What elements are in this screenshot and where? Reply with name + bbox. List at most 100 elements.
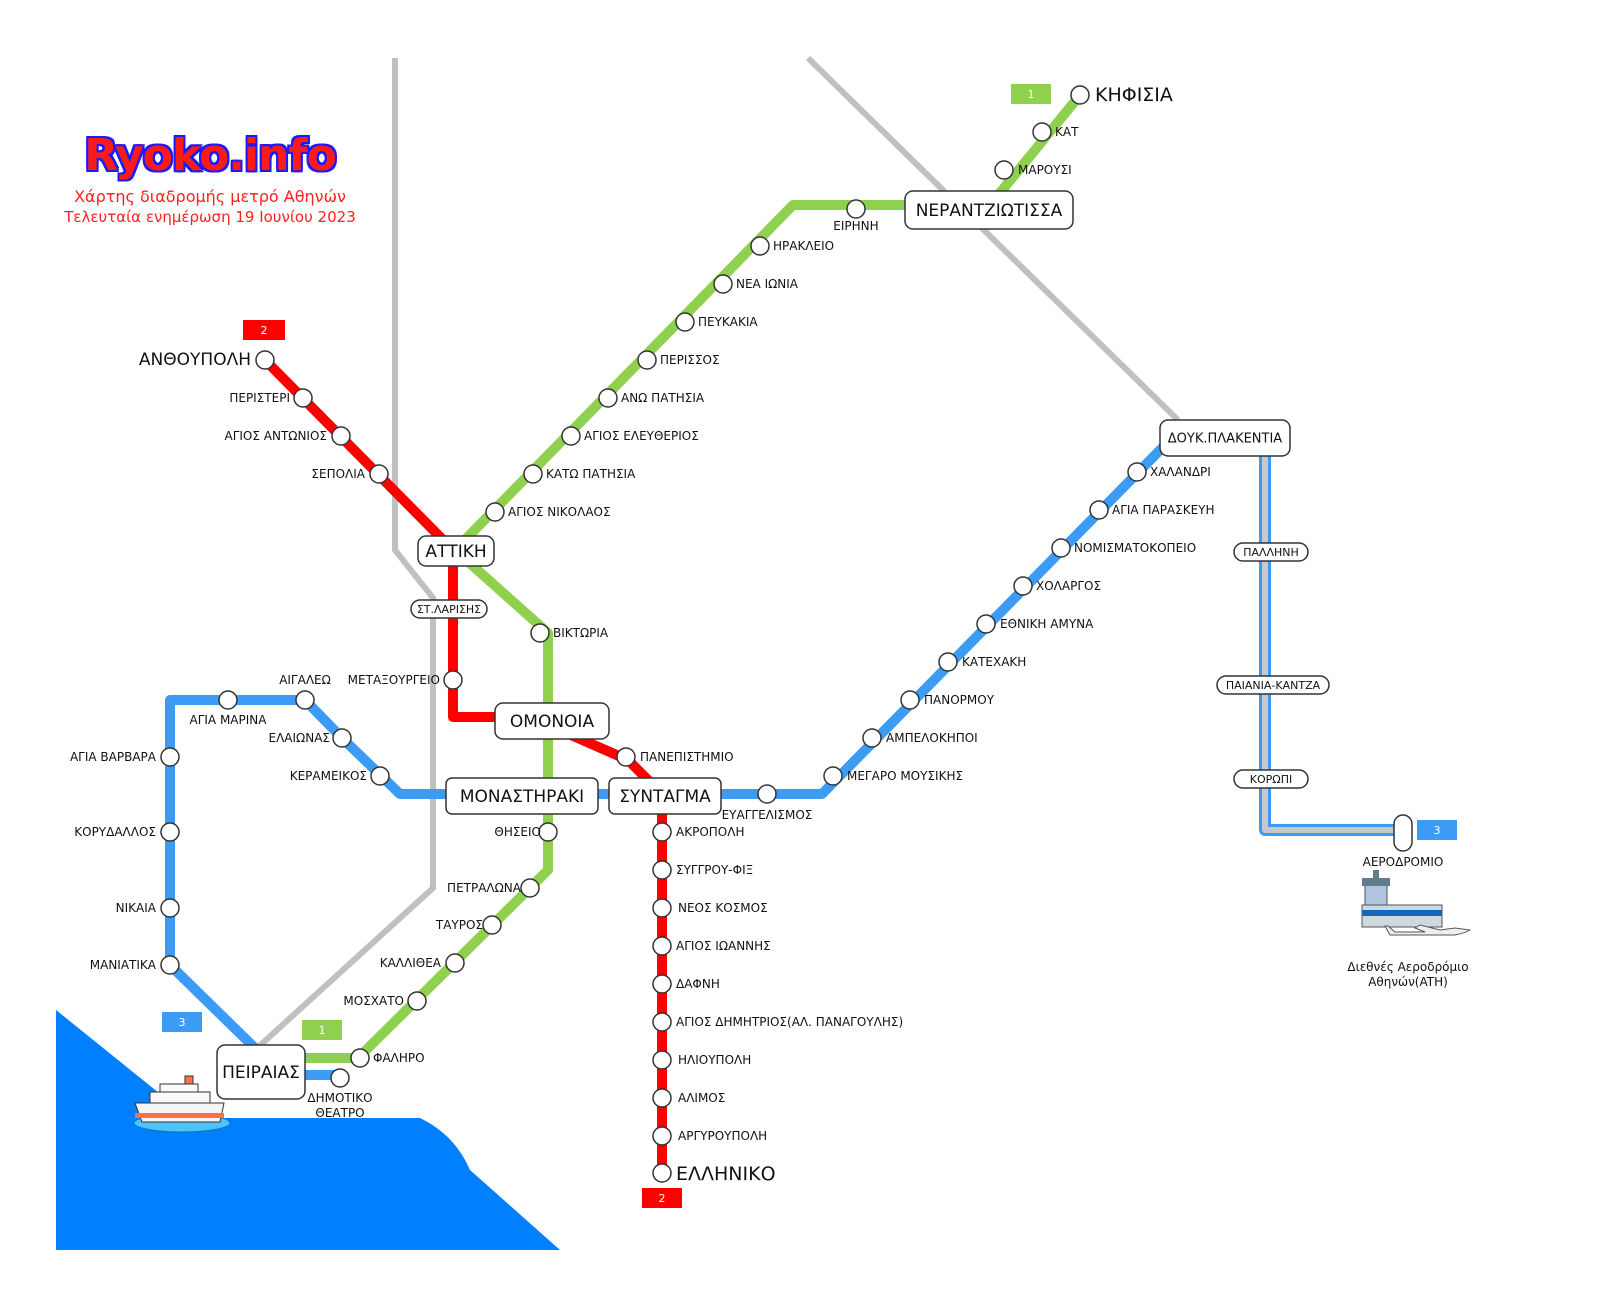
station-marker-alimos[interactable]	[652, 1088, 672, 1108]
station-box-plakentias[interactable]	[1159, 419, 1291, 457]
station-marker-katechaki[interactable]	[938, 652, 958, 672]
site-logo[interactable]: Ryoko.info	[84, 130, 337, 181]
station-label-kato-patisia: ΚΑΤΩ ΠΑΤΗΣΙΑ	[546, 467, 636, 481]
station-marker-thiseio[interactable]	[538, 822, 558, 842]
station-marker-moschato[interactable]	[407, 991, 427, 1011]
station-marker-agia-marina[interactable]	[218, 690, 238, 710]
station-label-cholargos: ΧΟΛΑΡΓΟΣ	[1036, 579, 1101, 593]
station-marker-agia-varvara[interactable]	[160, 747, 180, 767]
station-marker-panormou[interactable]	[900, 690, 920, 710]
station-marker-dafni[interactable]	[652, 974, 672, 994]
station-marker-peristeri[interactable]	[293, 388, 313, 408]
station-label-argyroupoli: ΑΡΓΥΡΟΥΠΟΛΗ	[678, 1129, 767, 1143]
line3-badge-label: 3	[1434, 824, 1441, 837]
station-label-moschato: ΜΟΣΧΑΤΟ	[343, 994, 404, 1008]
station-label-ag-dimitrios: ΑΓΙΟΣ ΔΗΜΗΤΡΙΟΣ(ΑΛ. ΠΑΝΑΓΟΥΛΗΣ)	[676, 1015, 903, 1029]
station-box-koropi[interactable]	[1233, 769, 1309, 789]
station-label-elliniko: ΕΛΛΗΝΙΚΟ	[676, 1163, 776, 1185]
station-marker-nikaia[interactable]	[160, 898, 180, 918]
station-marker-petralona[interactable]	[520, 878, 540, 898]
line2-badge	[642, 1188, 682, 1208]
station-marker-eleonas[interactable]	[332, 728, 352, 748]
station-marker-tavros[interactable]	[482, 915, 502, 935]
station-label-eirini: ΕΙΡΗΝΗ	[833, 219, 878, 233]
line1-badge	[1011, 84, 1051, 104]
station-marker-pefkakia[interactable]	[675, 312, 695, 332]
station-marker-ilioupoli[interactable]	[652, 1050, 672, 1070]
station-marker-marousi[interactable]	[994, 160, 1014, 180]
station-marker-kat[interactable]	[1032, 122, 1052, 142]
station-marker-ano-patisia[interactable]	[598, 388, 618, 408]
line2-track	[260, 355, 667, 1175]
station-marker-viktoria[interactable]	[530, 623, 550, 643]
station-marker-cholargos[interactable]	[1013, 576, 1033, 596]
sea-area	[56, 1010, 560, 1250]
station-marker-ag-eleftherios[interactable]	[561, 426, 581, 446]
station-label-anthoupoli: ΑΝΘΟΥΠΟΛΗ	[139, 350, 251, 370]
station-label-aerodromio: ΑΕΡΟΔΡΟΜΙΟ	[1363, 855, 1444, 869]
station-marker-agia-paraskevi[interactable]	[1089, 500, 1109, 520]
station-marker-nomismatokopeio[interactable]	[1051, 538, 1071, 558]
station-marker-evangelismos[interactable]	[757, 784, 777, 804]
station-marker-ag-ioannis[interactable]	[652, 936, 672, 956]
station-box-syntagma[interactable]	[608, 777, 722, 815]
station-marker-argyroupoli[interactable]	[652, 1126, 672, 1146]
station-marker-perissos[interactable]	[637, 350, 657, 370]
station-marker-ethniki-amyna[interactable]	[976, 614, 996, 634]
station-box-attiki[interactable]	[417, 535, 495, 567]
line2-badge-label: 2	[659, 1192, 666, 1205]
station-box-larissis[interactable]	[410, 599, 488, 619]
station-marker-megaro[interactable]	[823, 766, 843, 786]
station-marker-metaxourgeio[interactable]	[443, 670, 463, 690]
station-label-katechaki: ΚΑΤΕΧΑΚΗ	[962, 655, 1026, 669]
station-marker-anthoupoli[interactable]	[255, 350, 275, 370]
line1-badge-label: 1	[1028, 88, 1035, 101]
station-label-syngrou-fix: ΣΥΓΓΡΟΥ-ΦΙΞ	[676, 863, 753, 877]
station-box-pallini[interactable]	[1233, 542, 1309, 562]
station-marker-maniatika[interactable]	[160, 955, 180, 975]
station-box-omonoia[interactable]	[494, 702, 610, 740]
station-marker-irakleio[interactable]	[750, 236, 770, 256]
station-label-larissis: ΣΤ.ΛΑΡΙΣΗΣ	[417, 603, 481, 616]
station-box-paiania[interactable]	[1216, 675, 1330, 695]
station-label-sepolia: ΣΕΠΟΛΙΑ	[311, 467, 365, 481]
line2-badge-label: 2	[261, 324, 268, 337]
station-marker-kifisia[interactable]	[1070, 85, 1090, 105]
station-marker-sepolia[interactable]	[369, 464, 389, 484]
station-marker-neos-kosmos[interactable]	[652, 898, 672, 918]
station-label-pallini: ΠΑΛΛΗΝΗ	[1243, 546, 1299, 559]
station-box-monastiraki[interactable]	[445, 777, 599, 815]
station-marker-kallithea[interactable]	[445, 953, 465, 973]
station-label-neos-kosmos: ΝΕΟΣ ΚΟΣΜΟΣ	[678, 901, 768, 915]
station-marker-eirini[interactable]	[846, 199, 866, 219]
station-label-ethniki-amyna: ΕΘΝΙΚΗ ΑΜΥΝΑ	[1000, 617, 1094, 631]
line3-badge	[1417, 820, 1457, 840]
station-marker-syngrou-fix[interactable]	[652, 860, 672, 880]
station-marker-ag-nikolaos[interactable]	[485, 502, 505, 522]
header: Ryoko.info Χάρτης διαδρομής μετρό Αθηνών…	[60, 130, 360, 226]
station-marker-ag-antonios[interactable]	[331, 426, 351, 446]
station-marker-nea-ionia[interactable]	[713, 274, 733, 294]
station-label-ilioupoli: ΗΛΙΟΥΠΟΛΗ	[678, 1053, 751, 1067]
station-label-megaro: ΜΕΓΑΡΟ ΜΟΥΣΙΚΗΣ	[847, 769, 963, 783]
station-marker-kato-patisia[interactable]	[523, 464, 543, 484]
station-marker-ampelokipoi[interactable]	[862, 728, 882, 748]
station-label-alimos: ΑΛΙΜΟΣ	[678, 1091, 725, 1105]
station-marker-ag-dimitrios[interactable]	[652, 1012, 672, 1032]
station-marker-kerameikos[interactable]	[370, 766, 390, 786]
station-marker-faliro[interactable]	[350, 1048, 370, 1068]
station-box-nerantziotissa[interactable]	[904, 190, 1074, 230]
station-marker-akropoli[interactable]	[652, 822, 672, 842]
station-label-attiki: ΑΤΤΙΚΗ	[425, 542, 486, 562]
station-marker-dimotiko-theatro[interactable]	[330, 1068, 350, 1088]
station-marker-korydallos[interactable]	[160, 822, 180, 842]
station-marker-chalandri[interactable]	[1127, 462, 1147, 482]
line3-badge	[162, 1012, 202, 1032]
station-label-plakentias: ΔΟΥΚ.ΠΛΑΚΕΝΤΙΑ	[1168, 432, 1283, 447]
station-marker-aigaleo[interactable]	[295, 690, 315, 710]
station-box-peiraias[interactable]	[216, 1044, 306, 1100]
station-marker-panepistimio[interactable]	[616, 747, 636, 767]
station-label-nea-ionia: ΝΕΑ ΙΩΝΙΑ	[736, 277, 799, 291]
station-marker-elliniko[interactable]	[652, 1163, 672, 1183]
